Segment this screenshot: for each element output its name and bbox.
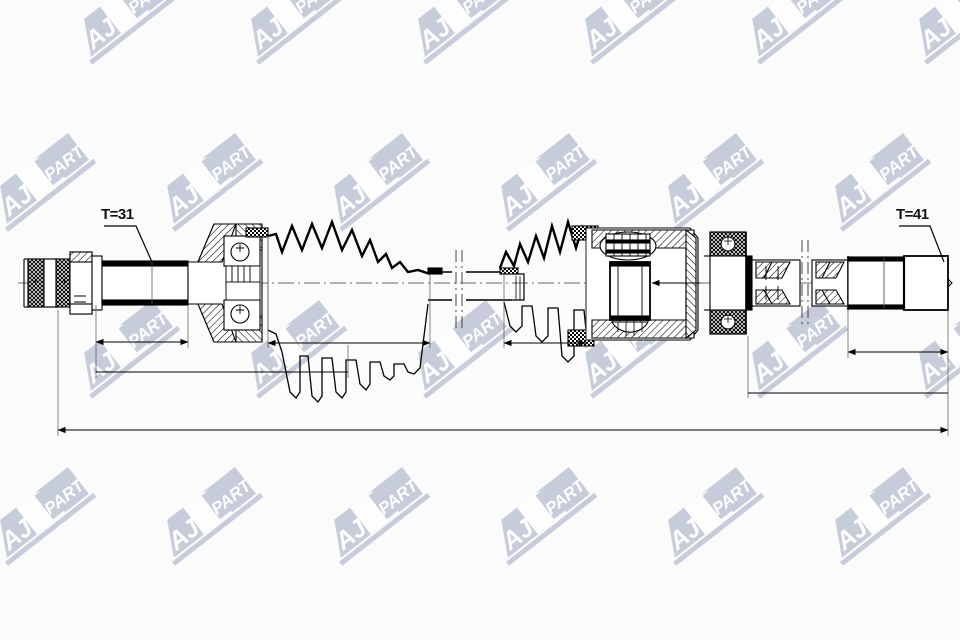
left-stub-shaft [101,260,189,306]
spline-label-left: T=31 [101,206,134,223]
needle-roller-bearing [599,231,657,336]
right-spline-section [751,240,849,326]
tripod-joint-housing [567,225,700,347]
callout-leaders [104,225,945,263]
dimension-lines [57,236,949,436]
right-spline-shaft [847,255,953,311]
intermediate-shaft [427,250,525,330]
left-retainer-block [69,251,103,315]
left-shaft-end-seal [23,258,71,308]
spline-label-right: T=41 [896,206,929,223]
support-bearing [704,231,753,335]
outer-cv-joint [187,223,269,343]
